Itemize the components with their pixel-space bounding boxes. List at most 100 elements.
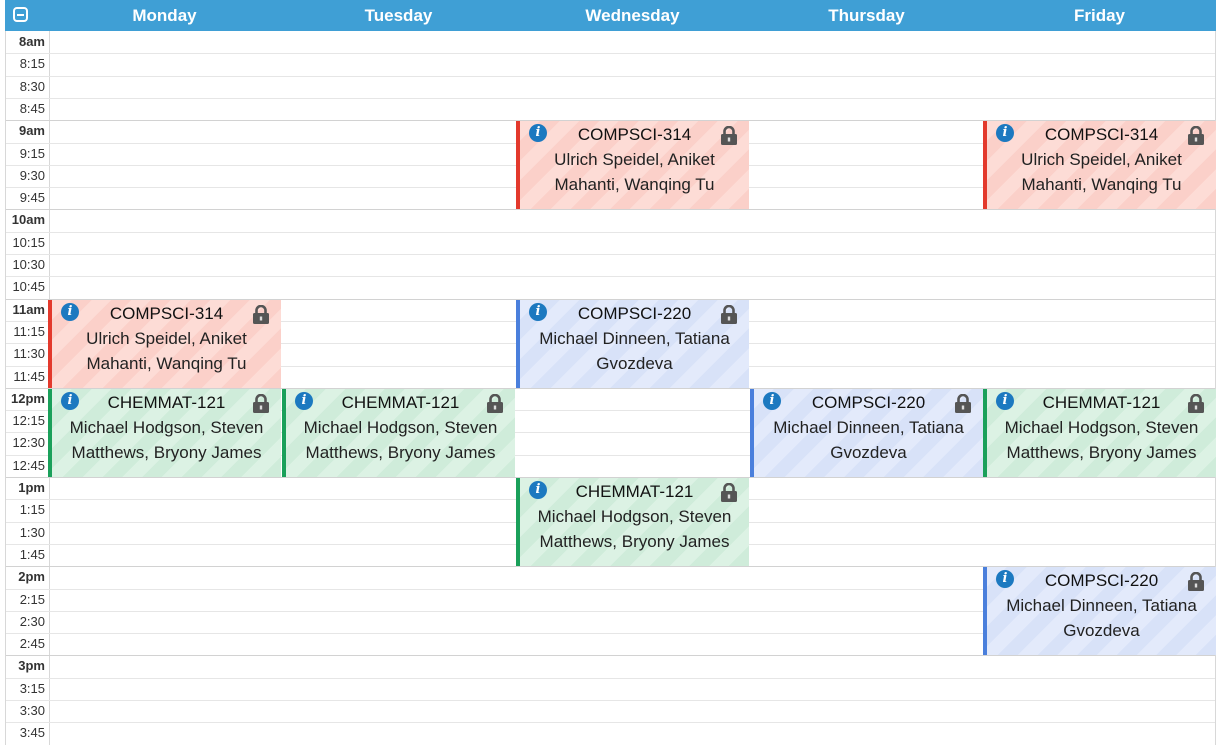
event-staff: Michael Hodgson, Steven Matthews, Bryony… — [69, 417, 264, 462]
slot-divider — [6, 566, 1215, 568]
slot-divider — [6, 120, 1215, 122]
lock-icon[interactable] — [252, 304, 270, 324]
slot-divider — [6, 231, 1215, 233]
event-title: COMPSCI-220 — [577, 303, 692, 323]
info-icon[interactable]: i — [996, 124, 1014, 143]
info-icon[interactable]: i — [295, 391, 313, 410]
slot-divider — [6, 454, 1215, 456]
info-icon[interactable]: i — [529, 302, 547, 321]
time-label: 12:30 — [12, 435, 45, 451]
time-label: 3pm — [18, 658, 45, 674]
slot-divider — [6, 477, 1215, 478]
slot-divider — [6, 254, 1215, 255]
lock-icon[interactable] — [1187, 125, 1205, 146]
lock-icon[interactable] — [720, 125, 738, 146]
slot-divider — [6, 209, 1215, 211]
event-staff: Ulrich Speidel, Aniket Mahanti, Wanqing … — [86, 328, 247, 373]
time-label: 2pm — [18, 569, 45, 585]
event-staff: Michael Hodgson, Steven Matthews, Bryony… — [537, 507, 732, 551]
time-label: 11:30 — [13, 346, 45, 362]
info-icon[interactable]: i — [996, 570, 1014, 589]
lock-icon[interactable] — [486, 393, 504, 413]
slot-divider — [6, 298, 1215, 300]
time-label: 8:30 — [19, 78, 45, 94]
event-title: COMPSCI-314 — [577, 125, 692, 145]
slot-divider — [6, 633, 1215, 635]
info-icon[interactable]: i — [61, 391, 79, 410]
event-title: COMPSCI-220 — [811, 392, 926, 412]
time-label: 10:45 — [12, 279, 45, 295]
slot-divider — [6, 53, 1215, 55]
time-label: 3:30 — [19, 703, 45, 718]
slot-divider — [6, 677, 1215, 679]
day-header-friday: Friday — [1073, 6, 1126, 25]
time-label: 9:45 — [19, 190, 45, 206]
lock-icon[interactable] — [1187, 571, 1205, 592]
slot-divider — [6, 610, 1215, 612]
time-label: 9:30 — [19, 167, 45, 183]
time-label: 3:45 — [19, 725, 45, 741]
slot-divider — [6, 97, 1215, 99]
time-label: 12:15 — [12, 413, 45, 429]
lock-icon[interactable] — [720, 304, 738, 324]
slot-divider — [6, 700, 1215, 701]
lock-icon[interactable] — [954, 393, 972, 413]
info-icon[interactable]: i — [996, 391, 1014, 410]
lock-icon[interactable] — [720, 482, 738, 502]
slot-divider — [6, 722, 1215, 724]
time-label: 10:30 — [12, 257, 45, 272]
event-staff: Michael Dinneen, Tatiana Gvozdeva — [539, 328, 730, 373]
event-staff: Michael Hodgson, Steven Matthews, Bryony… — [1004, 417, 1199, 462]
event-staff: Michael Dinneen, Tatiana Gvozdeva — [773, 417, 964, 462]
event-title: COMPSCI-314 — [109, 303, 224, 323]
slot-divider — [6, 588, 1215, 590]
time-label: 11:45 — [13, 368, 45, 384]
info-icon[interactable]: i — [61, 302, 79, 321]
slot-divider — [6, 410, 1215, 412]
day-header-thursday: Thursday — [828, 6, 905, 25]
info-icon[interactable]: i — [763, 391, 781, 410]
time-label: 8am — [18, 34, 45, 49]
time-label: 10am — [11, 212, 45, 228]
time-label: 2:30 — [19, 613, 45, 629]
event-staff: Ulrich Speidel, Aniket Mahanti, Wanqing … — [554, 150, 715, 195]
event-title: CHEMMAT-121 — [575, 482, 694, 501]
info-icon[interactable]: i — [529, 481, 547, 499]
time-label: 12:45 — [12, 457, 45, 473]
time-label: 1pm — [18, 480, 45, 495]
slot-divider — [6, 276, 1215, 278]
lock-icon[interactable] — [252, 393, 270, 413]
event-title: COMPSCI-314 — [1044, 125, 1159, 145]
slot-divider — [6, 432, 1215, 434]
time-label: 9am — [18, 123, 45, 139]
time-label: 12pm — [11, 390, 45, 406]
info-icon[interactable]: i — [529, 124, 547, 143]
slot-divider — [6, 387, 1215, 389]
time-label: 10:15 — [12, 234, 45, 250]
lock-icon[interactable] — [1187, 393, 1205, 413]
time-label: 8:15 — [19, 56, 45, 72]
time-label: 11am — [12, 301, 45, 317]
time-label: 2:15 — [19, 591, 45, 607]
time-label: 1:30 — [19, 524, 45, 540]
event-staff: Michael Dinneen, Tatiana Gvozdeva — [1006, 596, 1197, 641]
event-title: CHEMMAT-121 — [341, 392, 460, 412]
event-title: CHEMMAT-121 — [1042, 392, 1161, 412]
minus-square-icon[interactable] — [13, 7, 28, 22]
time-label: 9:15 — [19, 145, 45, 161]
event-title: COMPSCI-220 — [1044, 571, 1159, 591]
time-label: 1:15 — [19, 502, 45, 518]
day-header-monday: Monday — [132, 6, 197, 25]
